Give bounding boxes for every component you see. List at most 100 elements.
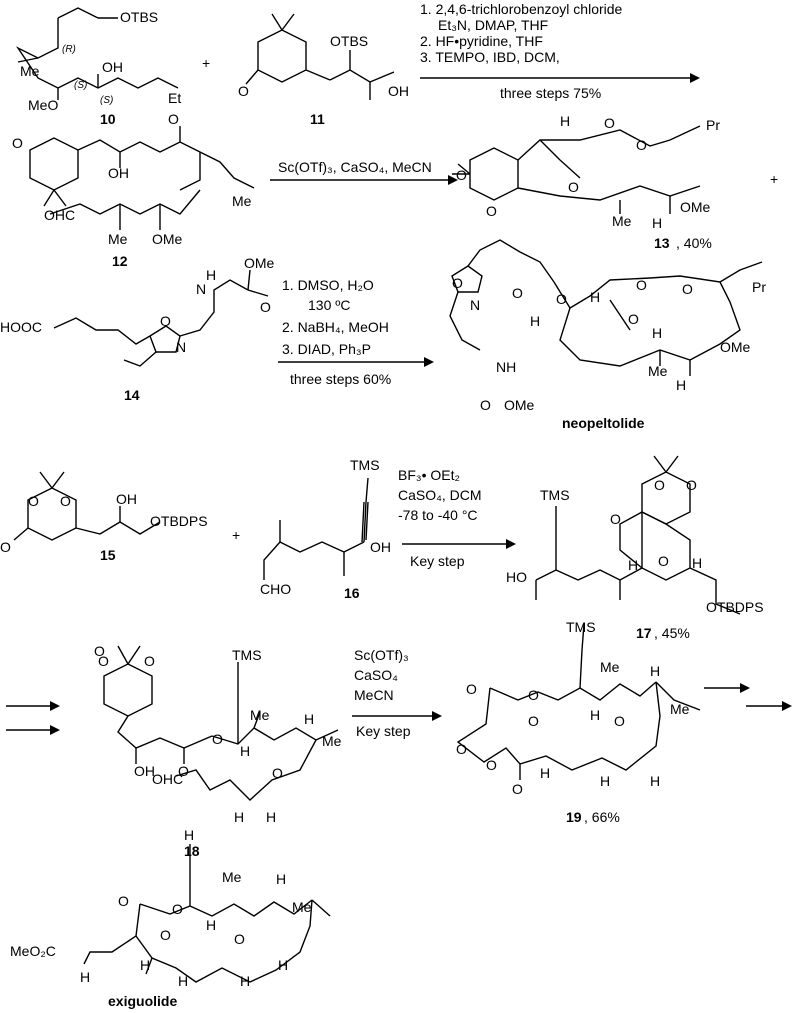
o-bridge-neo: O [628, 311, 639, 327]
me-label-12b: Me [108, 231, 128, 247]
reagent-1-line2: Et₃N, DMAP, THF [438, 17, 548, 33]
h-label-19b: H [650, 663, 660, 679]
me-label-19b: Me [670, 701, 690, 717]
reagent-3-line1: 1. DMSO, H₂O [282, 277, 374, 293]
o-label-18b: O [144, 653, 155, 669]
reagent-3-line2: 130 ºC [308, 297, 350, 313]
compound-label-neopeltolide: neopeltolide [562, 415, 645, 431]
compound-label-17: 17 [636, 625, 652, 641]
meo2c-label-exi: MeO₂C [10, 943, 56, 959]
h-label-exi-h: H [278, 957, 288, 973]
o-ester-19: O [528, 687, 539, 703]
h-label-exi-f: H [178, 973, 188, 989]
meo-label-10: MeO [28, 97, 58, 113]
compound-label-12: 12 [112, 253, 128, 269]
hooc-label-14: HOOC [0, 319, 42, 335]
compound-16: TMS OH CHO 16 [260, 457, 391, 601]
reagent-3-line4: 3. DIAD, Ph₃P [282, 341, 371, 357]
h-label-neo-c: H [652, 325, 662, 341]
reaction-arrow-1: 1. 2,4,6-trichlorobenzoyl chloride Et₃N,… [420, 1, 700, 101]
compound-label-16: 16 [344, 585, 360, 601]
o-carbonyl-exi: O [118, 893, 129, 909]
h-label-exi-c: H [276, 871, 286, 887]
ome-carbamate-neo: OMe [504, 397, 535, 413]
reagent-4-line1: BF₃• OEt₂ [398, 467, 460, 483]
tms-label-19: TMS [566, 619, 596, 635]
reaction-arrow-3: 1. DMSO, H₂O 130 ºC 2. NaBH₄, MeOH 3. DI… [278, 277, 434, 387]
reagent-5-line2: CaSO₄ [354, 667, 398, 683]
me-label-18b: Me [322, 733, 342, 749]
s-stereo-label-1: (S) [74, 80, 87, 91]
yield-19: , 66% [584, 809, 620, 825]
me-label-19a: Me [600, 659, 620, 675]
exiguolide-structure: H O O Me H H Me O O MeO₂C H H H H H exig… [10, 827, 331, 1009]
o-carbamate-neo: O [480, 397, 491, 413]
ome-label-neo: OMe [720, 339, 751, 355]
pr-label-13: Pr [706, 117, 720, 133]
ohc-label-18: OHC [152, 771, 183, 787]
cho-label-16: CHO [260, 581, 291, 597]
o-oxazole-14: O [160, 313, 171, 329]
compound-19: TMS O O Me H H Me O O O O O H H H 19 , 6… [456, 619, 701, 825]
reagent-4-key: Key step [410, 553, 465, 569]
o-carbonyl-12: O [168, 111, 179, 127]
plus-sign-1: + [202, 55, 210, 71]
reagent-1-line3: 2. HF•pyridine, THF [420, 33, 543, 49]
o-bridge-13: O [568, 179, 579, 195]
reaction-arrow-2: Sc(OTf)₃, CaSO₄, MeCN [270, 159, 458, 185]
compound-label-14: 14 [124, 387, 140, 403]
o-carbonyl-19: O [466, 681, 477, 697]
o-carbonyl-17: O [610, 511, 621, 527]
o-carbonyl-13: O [604, 115, 615, 131]
compound-17: TMS O O O O H H HO OTBDPS 17 , 45% [506, 455, 764, 641]
o-label-17b: O [686, 477, 697, 493]
o-ring-neo: O [682, 281, 693, 297]
o-label-15a: O [28, 493, 39, 509]
h-label-19c: H [540, 765, 550, 781]
h-label-13b: H [652, 215, 662, 231]
o-label-13b: O [486, 203, 497, 219]
reagent-5-key: Key step [356, 723, 411, 739]
compound-12: O OH O Me OHC Me OMe 12 [12, 111, 255, 269]
compound-18: TMS O O O OH O O Me H H Me O OHC H H 18 [94, 643, 342, 859]
compound-label-10: 10 [100, 111, 116, 127]
o-ester2-neo: O [556, 291, 567, 307]
reagent-2: Sc(OTf)₃, CaSO₄, MeCN [278, 159, 432, 175]
me-label-18a: Me [250, 707, 270, 723]
nh-label-neo: NH [496, 359, 516, 375]
o-label-12: O [12, 135, 23, 151]
h-label-neo-d: H [676, 377, 686, 393]
me-label-10: Me [20, 63, 40, 79]
reagent-1-line4: 3. TEMPO, IBD, DCM, [420, 49, 560, 65]
me-label-exi-b: Me [292, 899, 312, 915]
reagent-4-line3: -78 to -40 °C [398, 507, 478, 523]
oh-label-12: OH [108, 165, 129, 181]
h-label-exi-g: H [240, 973, 250, 989]
yield-13: , 40% [676, 235, 712, 251]
ome-label-13: OMe [680, 199, 711, 215]
nh-label-14: N [196, 281, 206, 297]
o-ring-19b: O [614, 713, 625, 729]
h-label-exi-b: H [206, 917, 216, 933]
o-carbonyl-19b: O [512, 781, 523, 797]
oh-label-11: OH [388, 83, 409, 99]
pr-label-neo: Pr [752, 279, 766, 295]
o-ester-neo: O [512, 285, 523, 301]
otbs-label-11: OTBS [330, 33, 368, 49]
plus-sign-2: + [770, 171, 778, 187]
ome-label-12: OMe [152, 231, 183, 247]
compound-10: OTBS Me MeO OH Et (R) (S) (S) 10 [15, 7, 181, 127]
compound-label-19: 19 [566, 809, 582, 825]
yield-17: , 45% [654, 625, 690, 641]
otbs-label-10: OTBS [120, 9, 158, 25]
neopeltolide-structure: O N O O H H O H O O Pr Me H OMe NH OMe O… [449, 239, 766, 431]
tms-label-16: TMS [350, 457, 380, 473]
me-label-13: Me [612, 213, 632, 229]
o-carbonyl-neo: O [636, 277, 647, 293]
o-ring-exi-b: O [234, 931, 245, 947]
o-ring-18: O [272, 765, 283, 781]
compound-15: O O O OH OTBDPS 15 [0, 471, 208, 563]
compound-label-exiguolide: exiguolide [108, 993, 177, 1009]
oh-label-16: OH [370, 539, 391, 555]
